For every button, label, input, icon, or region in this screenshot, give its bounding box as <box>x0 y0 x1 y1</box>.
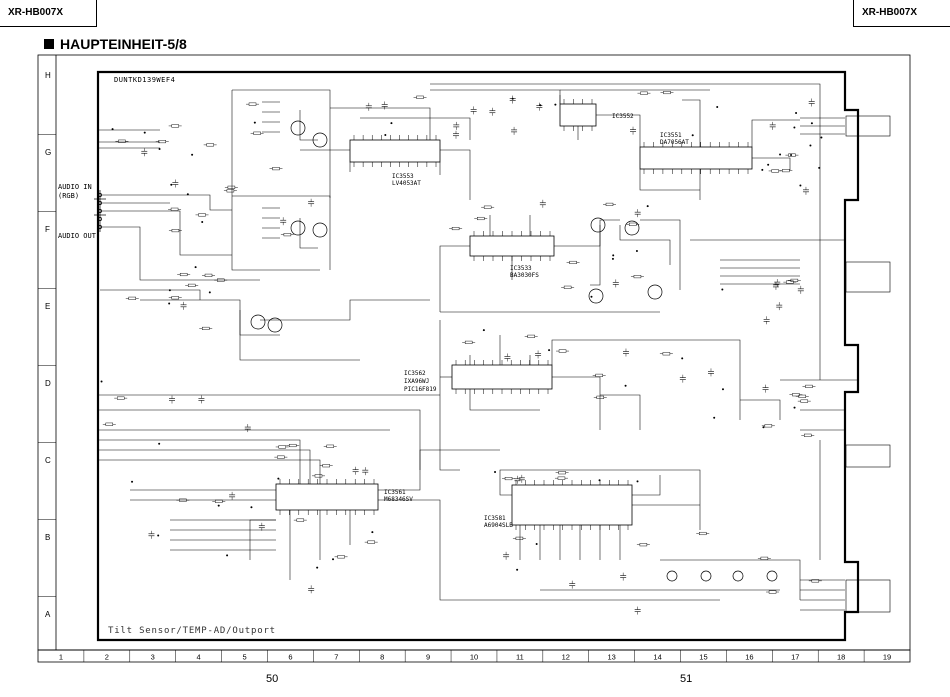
ic3561-ref: IC3561 <box>384 489 406 496</box>
row-label-E: E <box>45 302 50 311</box>
column-label-14: 14 <box>653 653 661 662</box>
ic3533-body <box>469 235 555 257</box>
column-label-11: 11 <box>516 653 524 662</box>
ic3561-body <box>275 483 379 511</box>
page-title-text: HAUPTEINHEIT-5/8 <box>60 36 187 52</box>
column-label-5: 5 <box>242 653 246 662</box>
ic3562-body <box>451 364 553 390</box>
column-label-4: 4 <box>197 653 201 662</box>
column-label-10: 10 <box>470 653 478 662</box>
row-label-G: G <box>45 148 51 157</box>
column-label-8: 8 <box>380 653 384 662</box>
board-label: DUNTKD139WEF4 <box>114 76 175 84</box>
connector-bottom-right <box>845 579 891 613</box>
column-label-12: 12 <box>562 653 570 662</box>
column-label-2: 2 <box>105 653 109 662</box>
row-label-C: C <box>45 456 51 465</box>
passive-components <box>100 90 823 615</box>
ic3562-part-1: IXA96WJ <box>404 378 429 385</box>
column-label-16: 16 <box>745 653 753 662</box>
column-label-17: 17 <box>791 653 799 662</box>
ic3533-ref: IC3533 <box>510 265 532 272</box>
row-label-A: A <box>45 610 51 619</box>
column-label-9: 9 <box>426 653 430 662</box>
ic3553-body <box>349 139 441 163</box>
column-label-1: 1 <box>59 653 63 662</box>
ic3551-body <box>639 146 753 170</box>
footer-label: Tilt Sensor/TEMP-AD/Outport <box>108 626 276 636</box>
connector-mid-right <box>845 444 891 468</box>
ic3533-part: BA3030FS <box>510 272 539 279</box>
column-label-13: 13 <box>608 653 616 662</box>
page-title: HAUPTEINHEIT-5/8 <box>44 36 187 52</box>
ic3581-ref: IC3581 <box>484 515 506 522</box>
audio-out-label: AUDIO OUT <box>58 232 97 240</box>
ic3551-ref: IC3551 <box>660 132 682 139</box>
page-number-right: 51 <box>680 673 692 685</box>
ic3551-part: DA7056AT <box>660 139 689 146</box>
model-label-right: XR-HB007X <box>853 0 950 27</box>
row-label-F: F <box>45 225 50 234</box>
column-label-6: 6 <box>288 653 292 662</box>
row-label-H: H <box>45 71 51 80</box>
ic3553-part: LV4053AT <box>392 180 421 187</box>
circuit-wiring <box>98 83 858 611</box>
rgb-label: (RGB) <box>58 192 79 200</box>
ic3562-part-2: PIC16F819 <box>404 386 437 393</box>
transistors <box>250 120 778 582</box>
column-label-7: 7 <box>334 653 338 662</box>
board-outline <box>96 70 860 642</box>
row-labels: H G F E D C B A <box>38 71 56 619</box>
row-label-D: D <box>45 379 51 388</box>
ic3561-part: M68346SV <box>384 496 413 503</box>
ic3552-body <box>559 103 597 127</box>
drawing-frame <box>37 54 911 651</box>
ic3552-ref: IC3552 <box>612 113 634 120</box>
row-label-B: B <box>45 533 50 542</box>
column-label-3: 3 <box>151 653 155 662</box>
column-label-19: 19 <box>883 653 891 662</box>
ic3581-part: A6904SLB <box>484 522 513 529</box>
title-bullet-icon <box>44 39 54 49</box>
column-label-strip <box>37 649 911 663</box>
column-label-18: 18 <box>837 653 845 662</box>
page-number-left: 50 <box>266 673 278 685</box>
ic-pins <box>279 99 749 530</box>
ic3562-ref: IC3562 <box>404 370 426 377</box>
ic3581-body <box>511 484 633 526</box>
ic3553-ref: IC3553 <box>392 173 414 180</box>
connector-output-right <box>845 261 891 293</box>
connector-top-right <box>845 115 891 137</box>
model-label-left: XR-HB007X <box>0 0 97 27</box>
column-label-15: 15 <box>699 653 707 662</box>
audio-in-label: AUDIO IN <box>58 183 92 191</box>
